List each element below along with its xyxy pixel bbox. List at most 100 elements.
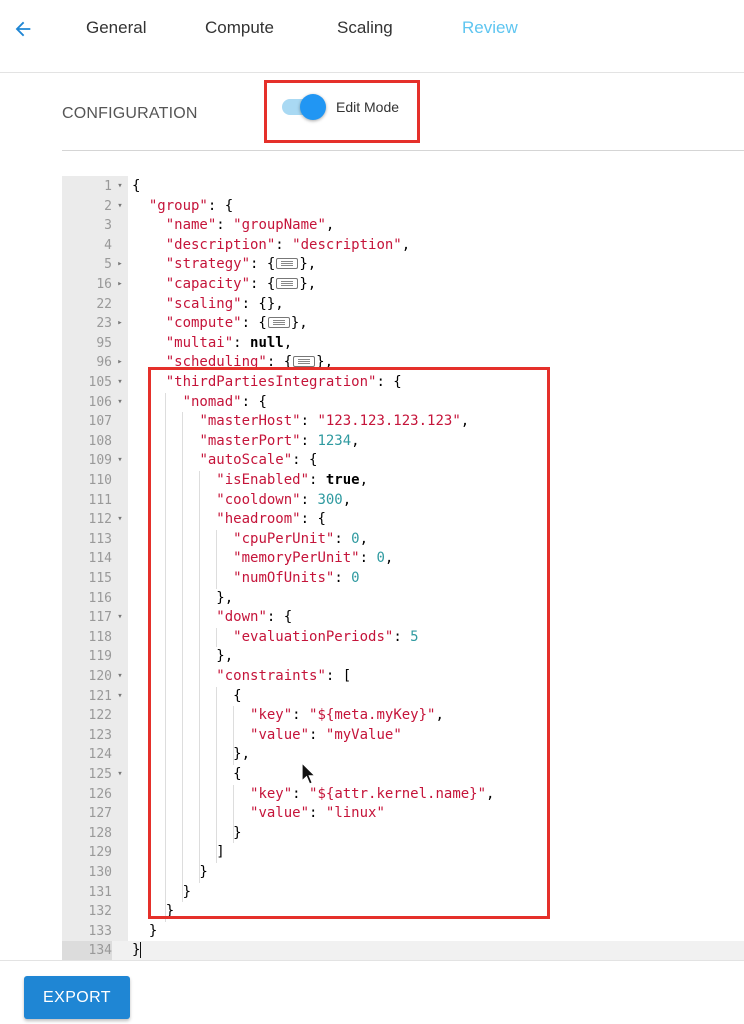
fold-open-icon[interactable]: ▾ — [117, 181, 123, 191]
tab-scaling[interactable]: Scaling — [337, 18, 393, 37]
fold-open-icon[interactable]: ▾ — [117, 769, 123, 779]
code-line[interactable]: 133 } — [62, 922, 744, 942]
fold-open-icon[interactable]: ▾ — [117, 612, 123, 623]
code-line[interactable]: 130 } — [62, 863, 744, 883]
code-line[interactable]: 22 "scaling": {}, — [62, 295, 744, 315]
code-line[interactable]: 131 } — [62, 883, 744, 903]
line-number: 117 — [88, 610, 112, 626]
fold-open-icon[interactable]: ▾ — [117, 200, 123, 211]
code-token — [132, 668, 216, 684]
code-text: "autoScale": { — [132, 451, 317, 471]
code-token: : — [309, 805, 326, 822]
code-token: "name" — [165, 217, 217, 234]
indent-guide — [233, 706, 234, 765]
code-line[interactable]: 107 "masterHost": "123.123.123.123", — [62, 412, 744, 432]
code-line[interactable]: 106▾ "nomad": { — [62, 393, 744, 413]
code-line[interactable]: 128 } — [62, 824, 744, 844]
code-line[interactable]: 114 "memoryPerUnit": 0, — [62, 549, 744, 569]
code-line[interactable]: 122 "key": "${meta.myKey}", — [62, 706, 744, 726]
code-line[interactable]: 109▾ "autoScale": { — [62, 451, 744, 471]
code-line[interactable]: 105▾ "thirdPartiesIntegration": { — [62, 373, 744, 393]
line-number: 5 — [104, 257, 112, 273]
json-editor[interactable]: 1 ▾ {2▾ "group": {3 "name": "groupName",4 … — [62, 176, 744, 961]
code-line[interactable]: 116 }, — [62, 589, 744, 609]
code-line[interactable]: 95 "multai": null, — [62, 334, 744, 354]
code-line[interactable]: 108 "masterPort": 1234, — [62, 432, 744, 452]
code-text: { — [132, 177, 140, 197]
export-button[interactable]: EXPORT — [24, 976, 130, 1019]
fold-closed-icon[interactable]: ▸ — [117, 357, 123, 368]
code-text: } — [132, 922, 157, 942]
line-number: 1 — [104, 179, 112, 194]
fold-open-icon[interactable]: ▾ — [117, 455, 123, 466]
tab-general[interactable]: General — [86, 18, 147, 37]
code-token: } — [132, 883, 192, 900]
code-line[interactable]: 96▸ "scheduling": {}, — [62, 353, 744, 373]
code-token — [132, 335, 166, 351]
code-line[interactable]: 5▸ "strategy": {}, — [62, 255, 744, 275]
code-line[interactable]: 118 "evaluationPeriods": 5 — [62, 628, 744, 648]
code-line[interactable]: 125▾ { — [62, 765, 744, 785]
code-line[interactable]: 2▾ "group": { — [62, 197, 744, 217]
collapsed-block-icon[interactable] — [293, 355, 316, 367]
code-line[interactable]: 124 }, — [62, 745, 744, 765]
toggle-track[interactable] — [282, 94, 326, 120]
code-line[interactable]: 127 "value": "linux" — [62, 804, 744, 824]
code-line[interactable]: 111 "cooldown": 300, — [62, 491, 744, 511]
tab-compute[interactable]: Compute — [205, 18, 274, 37]
code-line[interactable]: 4 "description": "description", — [62, 236, 744, 256]
collapsed-block-icon[interactable] — [276, 277, 299, 289]
code-line[interactable]: 110 "isEnabled": true, — [62, 471, 744, 491]
code-line[interactable]: 115 "numOfUnits": 0 — [62, 569, 744, 589]
code-token: "cooldown" — [216, 491, 301, 508]
code-line[interactable]: 23▸ "compute": {}, — [62, 314, 744, 334]
code-token: }, — [316, 354, 334, 371]
fold-open-icon[interactable]: ▾ — [117, 396, 123, 407]
code-line[interactable]: 3 "name": "groupName", — [62, 216, 744, 236]
edit-mode-toggle[interactable]: Edit Mode — [282, 94, 399, 120]
code-text: "cpuPerUnit": 0, — [132, 530, 368, 550]
code-token: : [ — [325, 668, 352, 684]
code-token: , — [325, 217, 335, 234]
code-line[interactable]: 119 }, — [62, 647, 744, 667]
code-line[interactable]: 121▾ { — [62, 687, 744, 707]
code-token: 300 — [317, 491, 343, 508]
collapsed-block-icon[interactable] — [276, 257, 299, 269]
code-line[interactable]: 132 } — [62, 902, 744, 922]
line-number: 3 — [104, 218, 112, 234]
code-token: }, — [132, 746, 251, 763]
line-number: 132 — [88, 904, 112, 920]
code-token: }, — [290, 315, 308, 332]
code-line[interactable]: 126 "key": "${attr.kernel.name}", — [62, 785, 744, 805]
fold-closed-icon[interactable]: ▸ — [117, 259, 123, 270]
line-number: 108 — [88, 433, 112, 449]
code-token: , — [401, 236, 411, 253]
code-text: } — [132, 824, 241, 844]
configuration-title: CONFIGURATION — [62, 105, 198, 122]
code-line[interactable]: 16▸ "capacity": {}, — [62, 275, 744, 295]
fold-closed-icon[interactable]: ▸ — [117, 279, 123, 289]
fold-open-icon[interactable]: ▾ — [117, 690, 123, 701]
fold-closed-icon[interactable]: ▸ — [117, 318, 123, 329]
code-line[interactable]: 134} — [62, 941, 744, 961]
code-text: ] — [132, 843, 224, 863]
fold-open-icon[interactable]: ▾ — [117, 377, 123, 387]
code-line[interactable]: 123 "value": "myValue" — [62, 726, 744, 746]
fold-open-icon[interactable]: ▾ — [117, 514, 123, 525]
code-text: "down": { — [132, 608, 292, 628]
code-line[interactable]: 120▾ "constraints": [ — [62, 667, 744, 687]
code-line[interactable]: 1 ▾ { — [62, 177, 744, 197]
code-token: "headroom" — [216, 511, 301, 528]
code-line[interactable]: 112▾ "headroom": { — [62, 510, 744, 530]
code-line[interactable]: 113 "cpuPerUnit": 0, — [62, 530, 744, 550]
arrow-left-icon — [15, 21, 31, 37]
line-number: 112 — [88, 512, 112, 528]
toggle-knob[interactable] — [300, 94, 326, 120]
line-number: 126 — [88, 786, 112, 802]
code-line[interactable]: 129 ] — [62, 843, 744, 863]
collapsed-block-icon[interactable] — [267, 316, 290, 328]
back-button[interactable] — [8, 14, 38, 44]
fold-open-icon[interactable]: ▾ — [117, 671, 123, 681]
tab-review[interactable]: Review — [462, 18, 518, 37]
code-line[interactable]: 117 ▾ "down": { — [62, 608, 744, 628]
